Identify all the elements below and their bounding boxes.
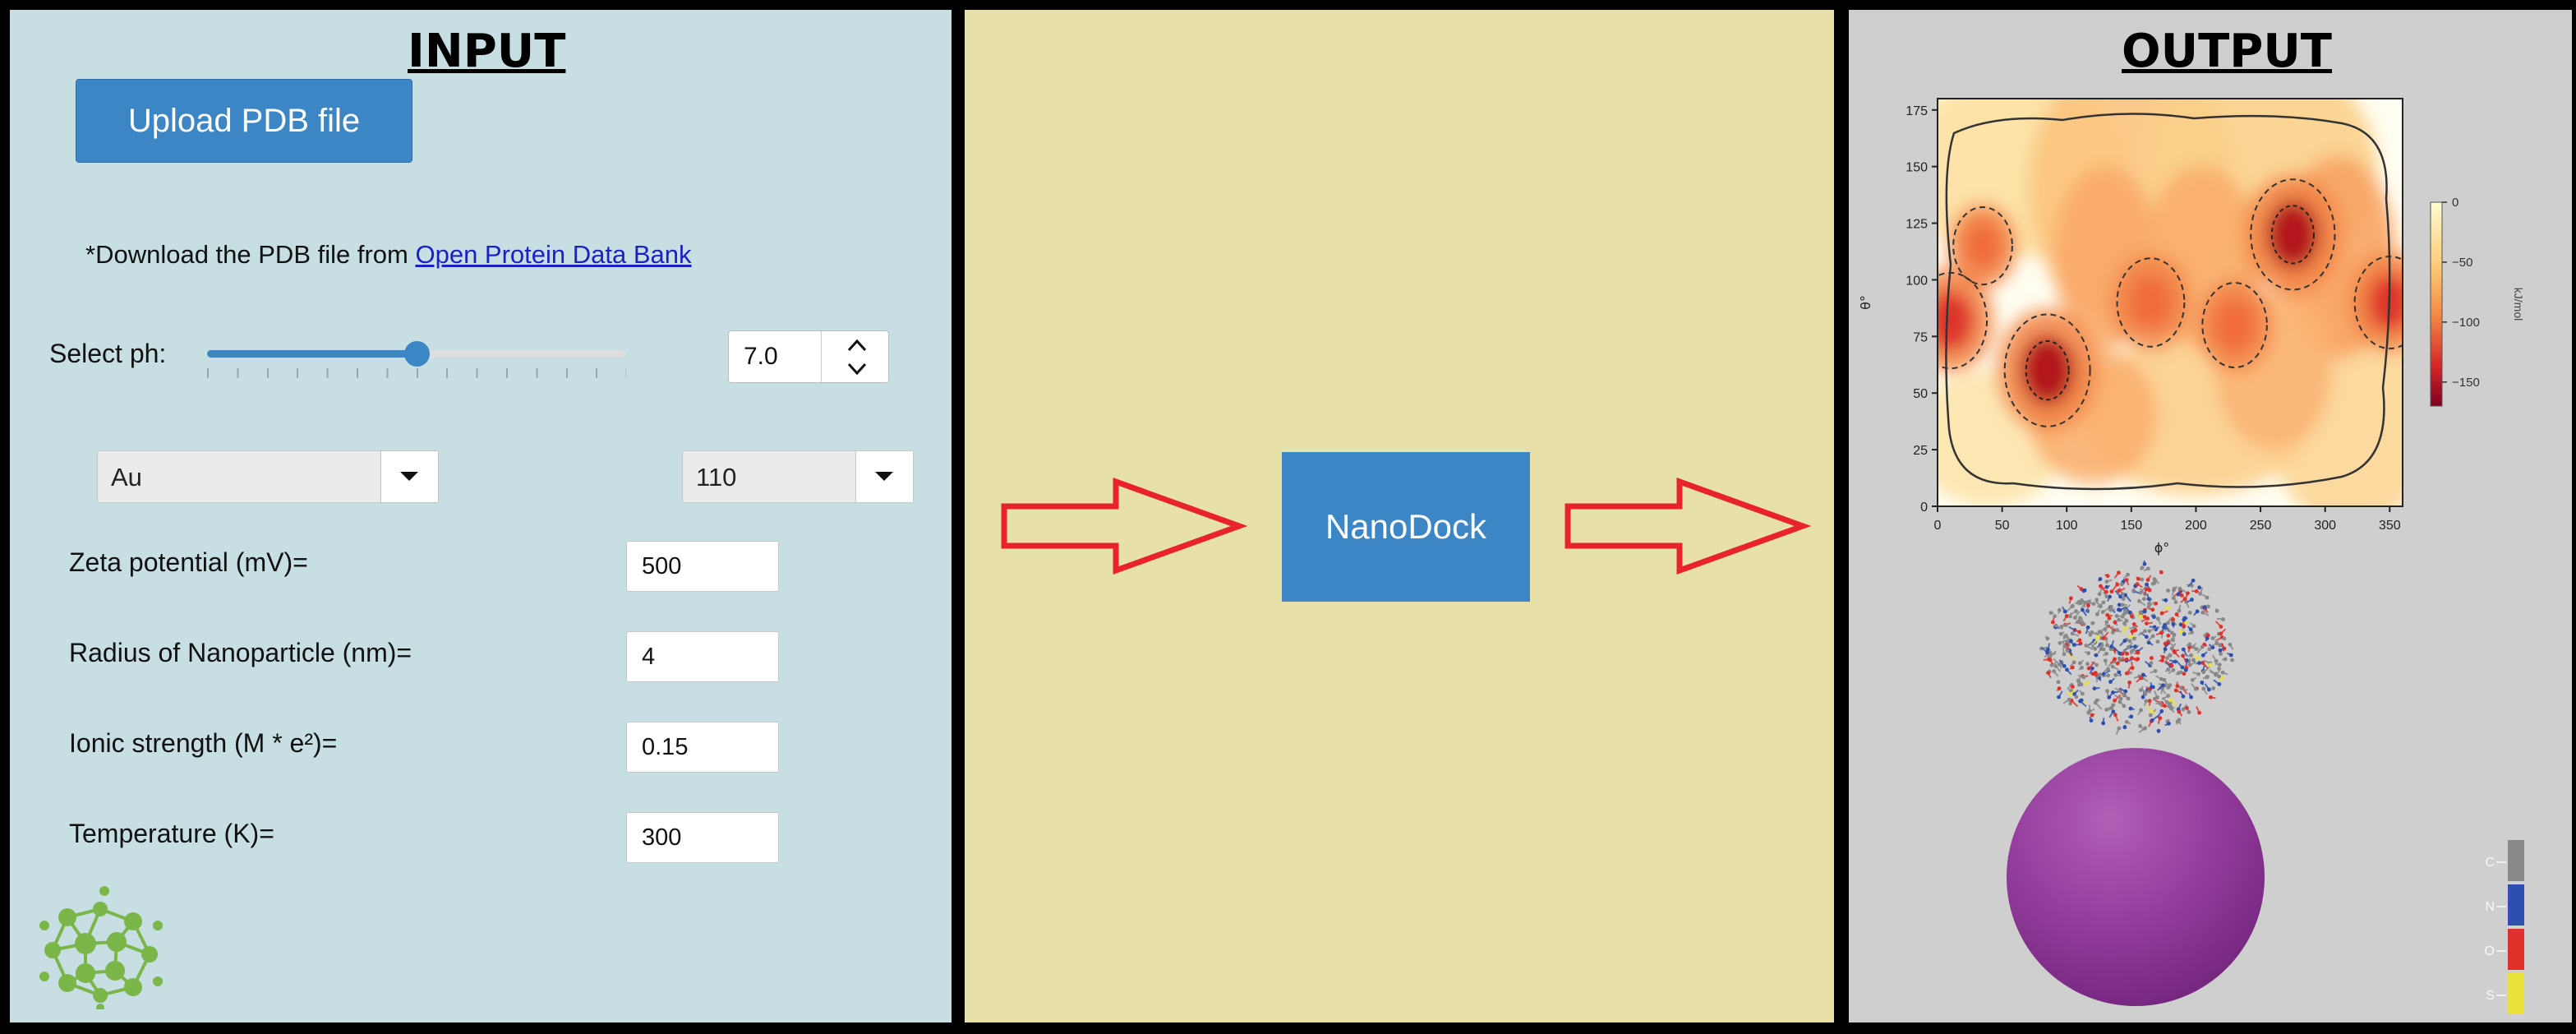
ph-spinner-divider xyxy=(821,331,822,382)
atom-swatch xyxy=(2508,840,2524,881)
colorbar-tick-label: 0 xyxy=(2452,196,2458,210)
facet-dropdown-toggle[interactable] xyxy=(855,451,913,502)
contour-line xyxy=(2025,339,2070,401)
energy-minimum xyxy=(2214,298,2256,352)
download-note: *Download the PDB file from Open Protein… xyxy=(85,240,692,270)
ph-slider-ticks xyxy=(207,368,626,378)
energy-minimum xyxy=(2266,200,2320,269)
radius-input[interactable] xyxy=(626,631,779,682)
contour-line-zero xyxy=(1945,113,2391,491)
energy-minimum xyxy=(2129,275,2173,330)
contour-line xyxy=(2250,178,2336,291)
protein-structure-render xyxy=(2039,561,2234,736)
caret-down-icon xyxy=(400,472,418,481)
nanoparticle-sphere xyxy=(2007,748,2265,1006)
material-select[interactable]: Au xyxy=(97,450,439,503)
energy-minimum xyxy=(1964,221,2002,270)
right-arrow-icon xyxy=(1001,478,1247,575)
temperature-label: Temperature (K)= xyxy=(69,819,274,848)
output-panel: OUTPUT 0 50 100 150 200 250 300 350 0 25 50 75 100 12… xyxy=(1849,10,2572,1022)
energy-minimum xyxy=(1938,291,1974,351)
ph-slider[interactable] xyxy=(207,341,626,367)
plot-frame xyxy=(1937,98,2403,507)
y-tick-label: 125 xyxy=(1906,218,1928,232)
atom-label: S xyxy=(2486,989,2495,1003)
material-dropdown-toggle[interactable] xyxy=(380,451,438,502)
colorbar xyxy=(2430,201,2443,407)
output-title: OUTPUT xyxy=(2122,25,2332,78)
zeta-label: Zeta potential (mV)= xyxy=(69,547,308,577)
heatmap-axes: 0 50 100 150 200 250 300 350 0 25 50 75 100 125 150 175… xyxy=(1858,104,2401,556)
atom-label: N xyxy=(2485,900,2495,914)
middle-panel: NanoDock xyxy=(965,10,1834,1022)
upload-pdb-button[interactable]: Upload PDB file xyxy=(76,79,412,163)
x-tick-label: 300 xyxy=(2314,519,2336,533)
colorbar-ticks: 0 −50 −100 −150 xyxy=(2442,196,2480,390)
colorbar-label: kJ/mol xyxy=(2512,288,2525,321)
contour-line xyxy=(2003,313,2091,427)
nanodock-button[interactable]: NanoDock xyxy=(1282,452,1530,602)
chevron-up-icon[interactable] xyxy=(842,334,872,357)
contour-line xyxy=(2116,257,2186,348)
caret-down-icon xyxy=(875,472,893,481)
atom-color-legend: C N O S xyxy=(2485,840,2524,1014)
x-tick-label: 0 xyxy=(1934,519,1942,533)
protein-atoms xyxy=(2039,561,2234,736)
download-note-text: *Download the PDB file from xyxy=(85,240,416,269)
material-select-value: Au xyxy=(111,463,142,492)
y-tick-label: 100 xyxy=(1906,274,1928,288)
contour-line xyxy=(2270,205,2315,265)
facet-select[interactable]: 110 xyxy=(682,450,914,503)
y-axis-label: θ° xyxy=(1858,295,1873,310)
energy-heatmap-chart: 0 50 100 150 200 250 300 350 0 25 50 75 100 125 150 175… xyxy=(1858,98,2525,556)
input-panel: INPUT Upload PDB file *Download the PDB … xyxy=(10,10,952,1022)
contour-line xyxy=(1952,206,2013,286)
atom-label: O xyxy=(2485,944,2495,958)
ph-label: Select ph: xyxy=(49,339,167,368)
atom-swatch xyxy=(2508,929,2524,970)
ph-slider-thumb[interactable] xyxy=(404,341,430,367)
y-tick-label: 150 xyxy=(1906,161,1928,175)
y-tick-label: 50 xyxy=(1913,387,1928,401)
contour-lines xyxy=(1938,113,2403,491)
x-tick-label: 350 xyxy=(2379,519,2401,533)
ionic-strength-input[interactable] xyxy=(626,722,779,773)
atom-swatch xyxy=(2508,884,2524,926)
ph-slider-fill xyxy=(207,350,417,358)
open-protein-data-bank-link[interactable]: Open Protein Data Bank xyxy=(415,240,692,269)
facet-select-value: 110 xyxy=(696,463,737,492)
nanoparticle-network-logo xyxy=(39,886,163,1009)
energy-minimum xyxy=(2367,274,2403,331)
x-tick-label: 100 xyxy=(2056,519,2078,533)
x-tick-label: 50 xyxy=(1995,519,2010,533)
x-axis-label: ϕ° xyxy=(2154,540,2170,556)
heatmap-field xyxy=(1938,99,2403,506)
temperature-input[interactable] xyxy=(626,812,779,863)
right-arrow-icon xyxy=(1564,478,1811,575)
input-title: INPUT xyxy=(408,25,566,78)
radius-label: Radius of Nanoparticle (nm)= xyxy=(69,638,412,667)
x-tick-label: 200 xyxy=(2185,519,2207,533)
atom-label: C xyxy=(2485,856,2495,870)
zeta-potential-input[interactable] xyxy=(626,541,779,592)
y-tick-label: 0 xyxy=(1920,501,1928,515)
contour-line xyxy=(2201,282,2268,369)
y-tick-label: 25 xyxy=(1913,444,1928,458)
x-tick-label: 150 xyxy=(2120,519,2142,533)
y-tick-label: 175 xyxy=(1906,104,1928,118)
atom-swatch xyxy=(2508,973,2524,1014)
ionic-strength-label: Ionic strength (M * e²)= xyxy=(69,728,338,758)
y-tick-label: 75 xyxy=(1913,330,1928,344)
x-tick-label: 250 xyxy=(2250,519,2272,533)
colorbar-tick-label: −100 xyxy=(2452,316,2480,330)
ph-number-input[interactable]: 7.0 xyxy=(728,330,889,383)
energy-minimum xyxy=(2021,335,2075,405)
colorbar-tick-label: −50 xyxy=(2452,256,2472,270)
colorbar-tick-label: −150 xyxy=(2452,376,2480,390)
ph-value: 7.0 xyxy=(744,343,778,370)
chevron-down-icon[interactable] xyxy=(842,358,872,381)
